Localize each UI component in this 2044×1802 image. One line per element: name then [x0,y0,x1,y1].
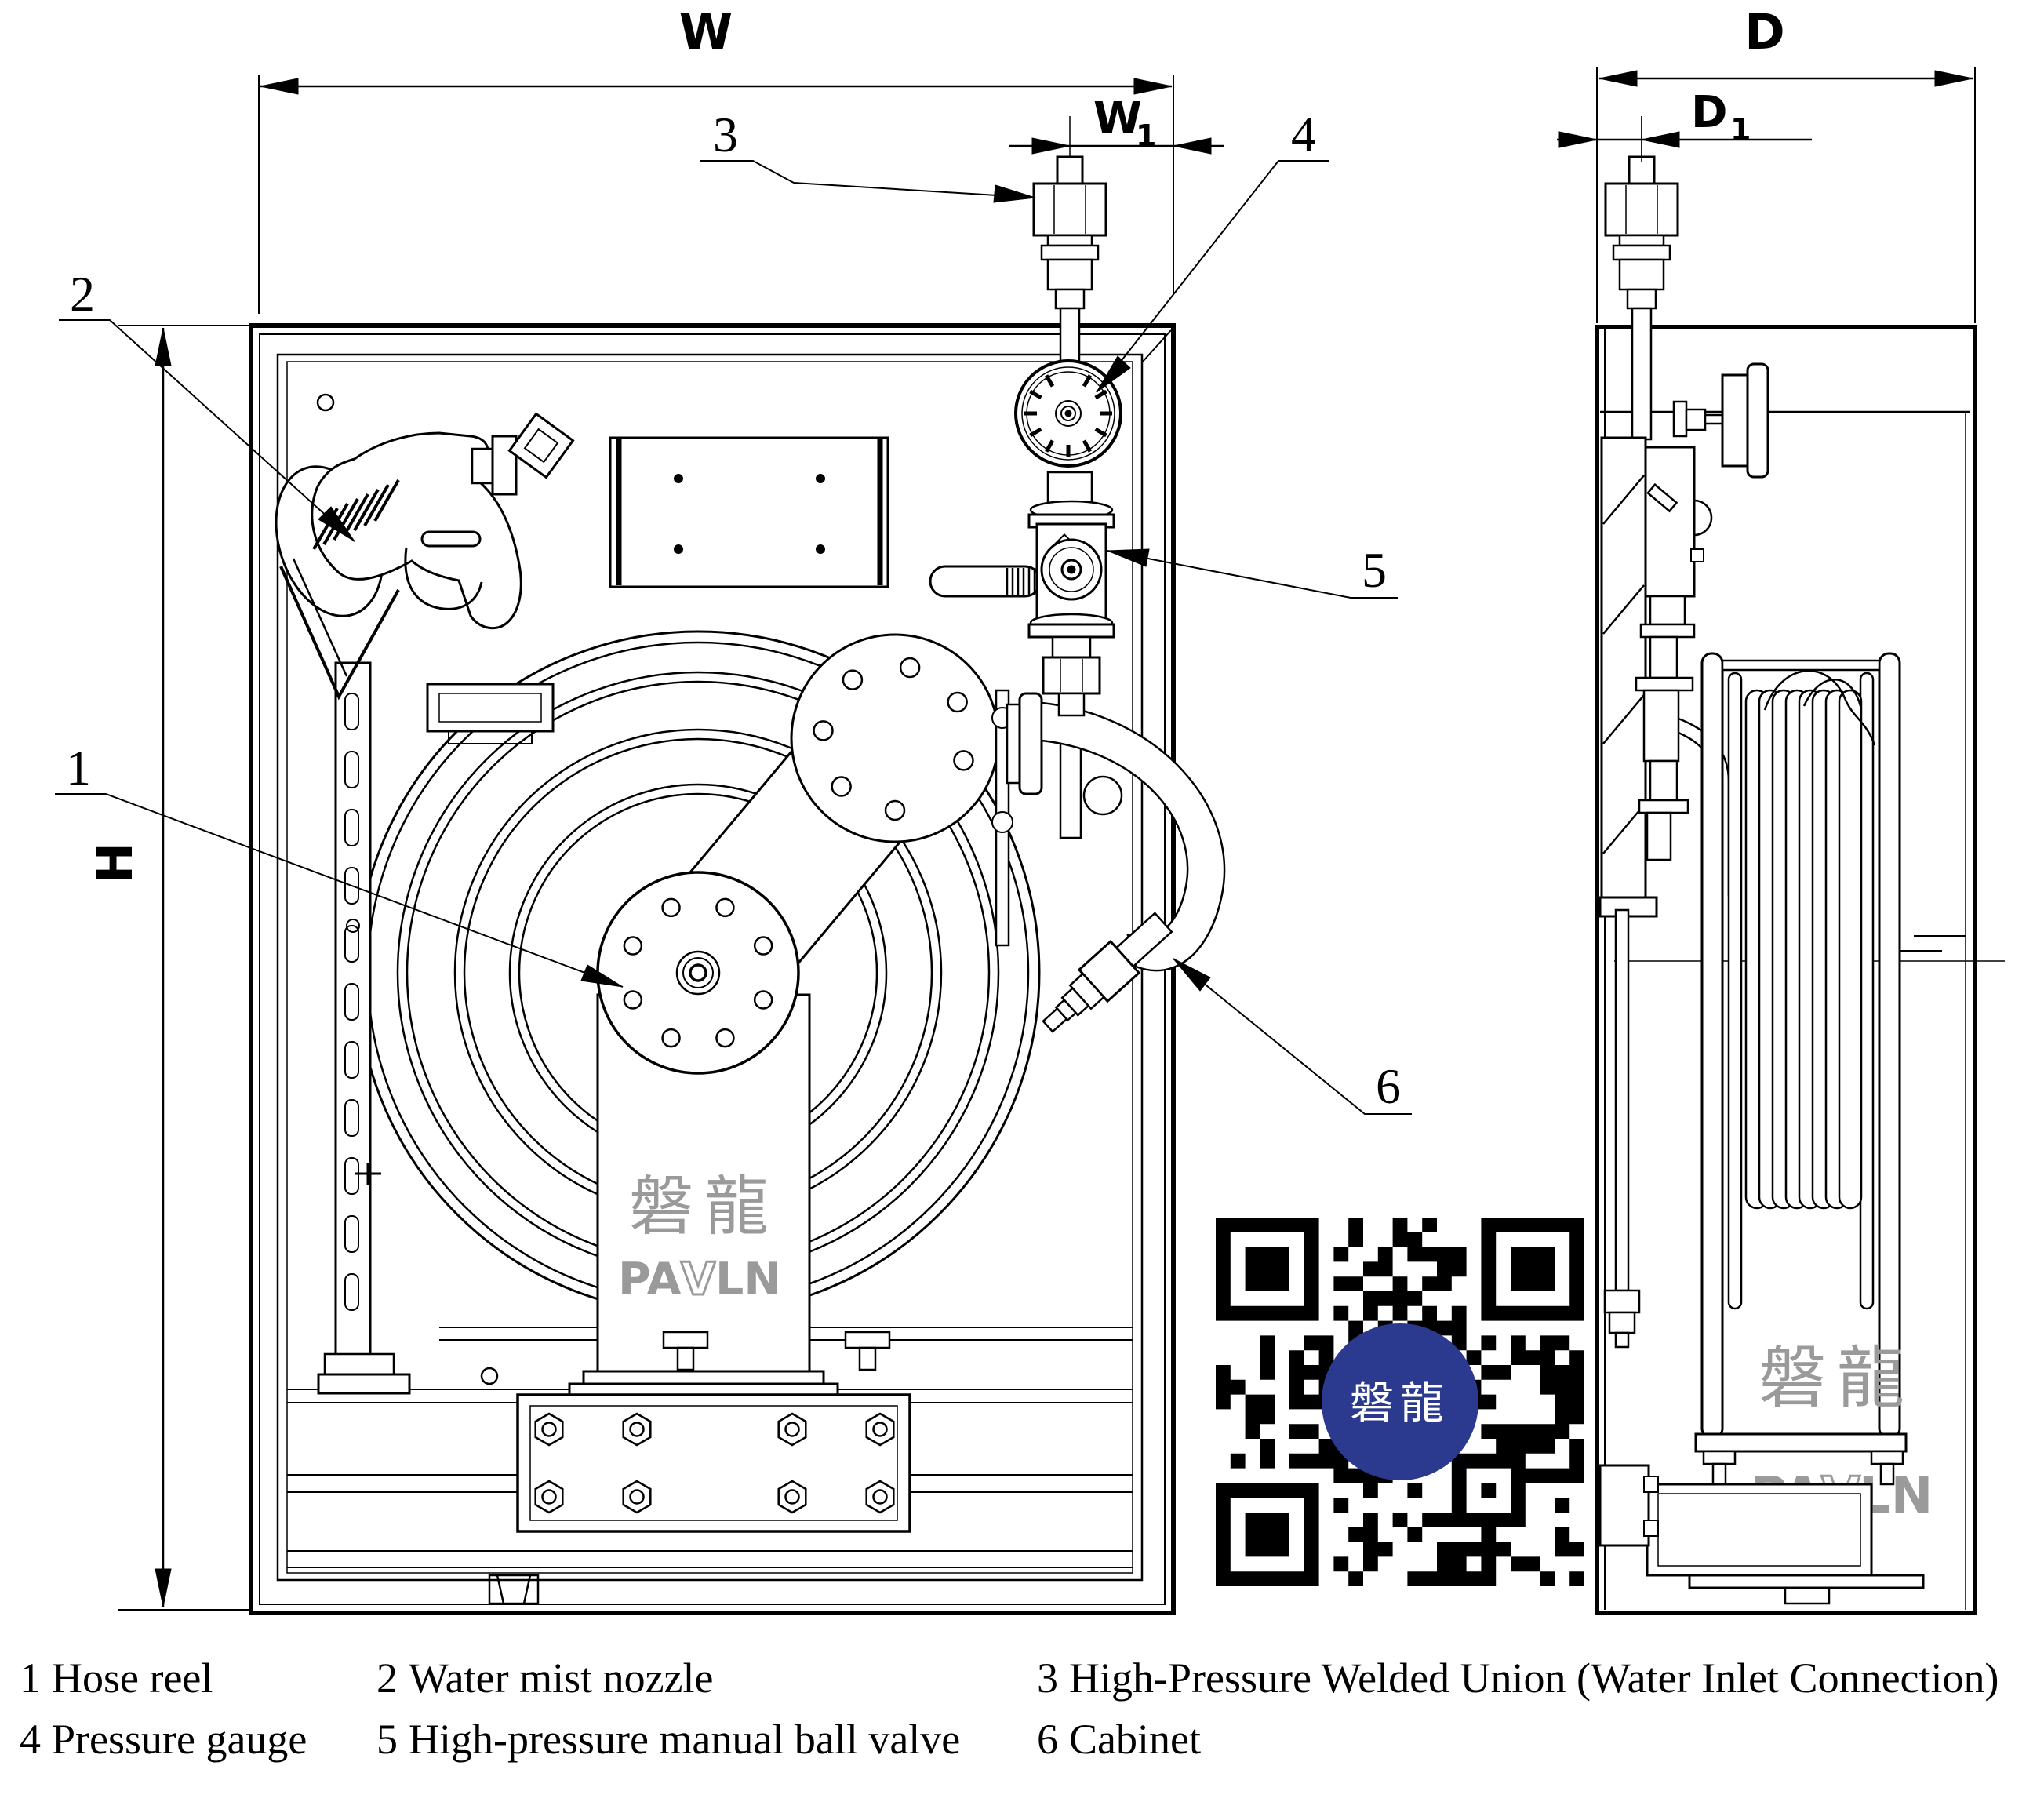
inlet-assembly [929,116,1122,717]
svg-text:4: 4 [1291,106,1316,162]
callout-1: 1 [55,740,624,988]
arm-disc-holes [813,657,974,821]
brand-en-pa-front: PA [618,1254,682,1305]
nozzle-rail [317,661,411,1395]
dimension-d1: D 1 [1557,87,1812,162]
dimension-w: W [258,3,1174,314]
rail-slots [344,693,359,1311]
dim-label-w: W [679,3,733,60]
qr-code: 磐龍 [1216,1218,1584,1586]
water-mist-nozzle-gun [275,412,575,744]
qr-logo-circle [1322,1323,1478,1480]
callouts: 1 2 3 4 5 6 [55,106,1412,1115]
svg-text:1: 1 [1730,112,1751,147]
reel-column: 磐龍 PA V LN [516,993,911,1533]
valve-gun-side [1598,362,1769,1349]
gauge-ticks [1024,374,1112,457]
mounting-plate [609,436,889,588]
clamp-bolts [662,1331,891,1371]
svg-text:5: 5 [1362,542,1387,598]
brand-cn-front: 磐龍 [629,1171,780,1243]
ball-valve [929,471,1115,717]
dim-label-d1: D [1691,87,1727,138]
svg-text:1: 1 [1136,118,1156,153]
dim-label-w1: W [1093,93,1142,144]
hub-bolt-holes [623,897,773,1048]
callout-3: 3 [700,107,1036,203]
brand-cn-side: 磐龍 [1758,1341,1915,1416]
svg-text:3: 3 [713,107,738,162]
hose-reel-side: 磐龍 PA V LN [1598,652,1933,1605]
front-view: 磐龍 PA V LN [249,116,1226,1615]
brand-en-v-front: V [681,1254,715,1305]
reel-arm [596,633,1226,1075]
bracket-nuts [534,1412,895,1514]
callout-5: 5 [1107,542,1398,599]
brand-en-ln-front: LN [715,1254,781,1305]
dimension-w1: W 1 [1009,93,1224,155]
svg-text:2: 2 [70,266,95,322]
hose-end-fitting [1042,912,1173,1033]
svg-text:6: 6 [1376,1058,1401,1114]
nozzle-side [1603,908,1641,1349]
qr-logo-text: 磐龍 [1350,1380,1450,1429]
callout-2: 2 [59,266,355,542]
side-view: 磐龍 PA V LN [1595,116,2005,1615]
dim-label-h: H [86,843,144,883]
pressure-gauge [1014,359,1122,468]
dimension-d: D [1596,3,1976,323]
hub-disc [596,871,800,1075]
dim-label-d: D [1744,3,1784,60]
gun-inlet-nut [507,412,575,479]
callout-4: 4 [1096,106,1329,393]
pressure-gauge-side [1672,362,1769,479]
dimension-h: H [86,325,253,1611]
dimensions: W W 1 H D D [86,3,1976,1611]
flex-hose [1040,701,1226,972]
callout-6: 6 [1173,958,1412,1115]
svg-text:1: 1 [66,740,91,795]
qr-modules [1216,1218,1584,1586]
welded-union [1056,155,1084,185]
hose-coil [1744,689,1863,1210]
